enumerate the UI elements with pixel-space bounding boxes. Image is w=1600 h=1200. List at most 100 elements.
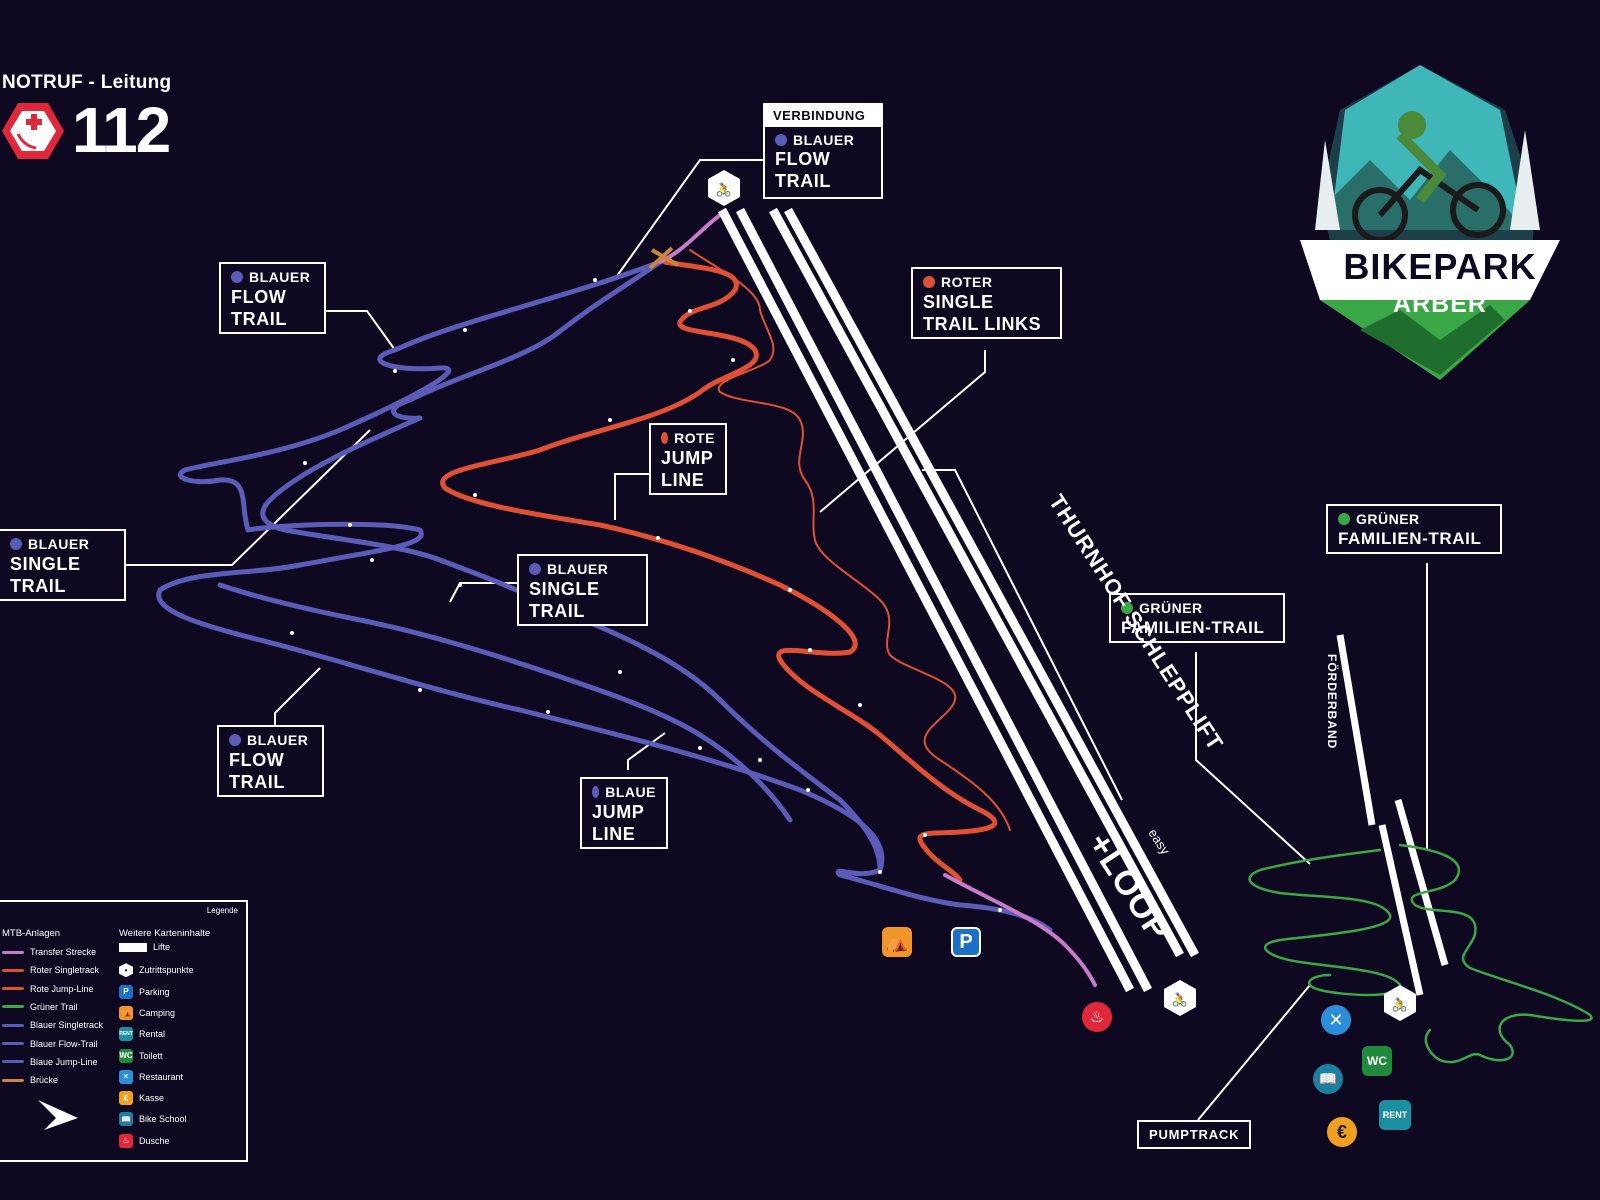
legend-item: • Zutrittspunkte: [119, 963, 194, 978]
label-red-jump-line[interactable]: ROTE JUMP LINE: [649, 423, 727, 496]
rental-icon[interactable]: RENT: [1379, 1100, 1411, 1130]
blue-dot-icon: [231, 271, 243, 284]
legend-item-label: Bike School: [139, 1114, 187, 1125]
legend-item: Rote Jump-Line: [2, 984, 94, 994]
label-blue-single-trail-mid[interactable]: BLAUER SINGLE TRAIL: [517, 554, 648, 627]
svg-text:🚴: 🚴: [1172, 992, 1188, 1008]
logo-title: BIKEPARK: [1343, 246, 1537, 287]
bikepark-logo: [1300, 65, 1560, 380]
label-blue-flow-trail-bottom[interactable]: BLAUER FLOW TRAIL: [217, 725, 324, 798]
legend-item-label: Blauer Singletrack: [30, 1020, 104, 1031]
svg-text:🚴: 🚴: [1392, 997, 1408, 1013]
legend-item: ✕ Restaurant: [119, 1069, 184, 1084]
label-line: JUMP: [592, 801, 645, 822]
label-red-single-trail-links[interactable]: ROTER SINGLE TRAIL LINKS: [911, 267, 1062, 340]
bike-school-icon[interactable]: 📖: [1313, 1064, 1343, 1094]
legend-item-label: Transfer Strecke: [30, 947, 97, 957]
legend-item-label: Camping: [139, 1007, 176, 1018]
legend-item: Roter Singletrack: [2, 965, 99, 975]
bike-school-icon: 📖: [119, 1112, 133, 1127]
red-dot-icon: [923, 276, 935, 289]
wc-icon[interactable]: WC: [1362, 1046, 1392, 1076]
legend-item-label: Blaue Jump-Line: [30, 1056, 98, 1067]
blue-trails: [156, 259, 1053, 933]
green-trails: [1248, 843, 1593, 1064]
emergency-phone-icon: [2, 103, 64, 159]
label-blue-flow-trail-top[interactable]: BLAUER FLOW TRAIL: [219, 262, 326, 335]
lift-icon: [119, 942, 147, 952]
emergency-number[interactable]: 112: [72, 94, 171, 166]
label-line: BLAUER: [247, 732, 309, 748]
label-line: SINGLE: [923, 291, 994, 312]
label-green-family-trail-2[interactable]: GRÜNER FAMILIEN-TRAIL: [1326, 504, 1502, 554]
access-point-icon: •: [119, 963, 133, 978]
label-line: BLAUER: [547, 561, 609, 577]
label-line: BLAUER: [249, 269, 311, 285]
label-line: FAMILIEN-TRAIL: [1121, 617, 1265, 637]
label-verbindung-blue-flow[interactable]: VERBINDUNG BLAUER FLOW TRAIL: [763, 103, 883, 200]
north-arrow-icon: [38, 1100, 78, 1130]
cashier-icon[interactable]: €: [1327, 1117, 1357, 1147]
legend-line-swatch: [2, 968, 24, 972]
label-line: BLAUER: [793, 131, 855, 148]
legend-item: ⛺ Camping: [119, 1005, 176, 1020]
label-pumptrack[interactable]: PUMPTRACK: [1137, 1120, 1252, 1149]
red-single-trail-links: [689, 249, 1011, 831]
camping-icon: ⛺: [119, 1005, 133, 1020]
label-blue-jump-line[interactable]: BLAUE JUMP LINE: [580, 777, 668, 850]
lift-label-frame: [922, 469, 1123, 801]
shower-icon[interactable]: ♨: [1082, 1002, 1112, 1032]
legend-item: €Kasse: [119, 1091, 164, 1106]
logo-subtitle: ARBER: [1393, 290, 1487, 318]
label-line: TRAIL: [775, 171, 831, 192]
legend-item: Brücke: [2, 1075, 58, 1085]
bridge: [648, 246, 674, 270]
label-line: FLOW: [231, 286, 287, 307]
label-line: GRÜNER: [1139, 600, 1203, 616]
legend-item: Blauer Flow-Trail: [2, 1039, 98, 1049]
label-line: FLOW: [775, 149, 831, 170]
transfer-route-bottom: [943, 873, 1097, 987]
parking-icon: P: [119, 984, 133, 999]
wc-icon: WC: [119, 1048, 133, 1063]
legend-mtb-heading: MTB-Anlagen: [2, 928, 61, 939]
blue-dot-icon: [529, 563, 541, 576]
label-line: ROTE: [674, 430, 715, 446]
legend-item: Lifte: [119, 942, 170, 952]
legend-line-swatch: [2, 987, 24, 991]
foerderband: [1336, 634, 1449, 996]
legend-item-label: Zutrittspunkte: [139, 965, 194, 976]
emergency-title: NOTRUF - Leitung: [2, 72, 172, 93]
green-dot-icon: [1121, 602, 1133, 615]
access-point-icon: 🚴: [1164, 980, 1196, 1016]
legend-item: ♨Dusche: [119, 1133, 170, 1148]
legend-item-label: Dusche: [139, 1135, 170, 1146]
parking-icon[interactable]: P: [951, 927, 981, 957]
legend-title: Legende: [206, 906, 238, 915]
label-line: ROTER: [941, 274, 993, 290]
access-point-icon: 🚴: [1384, 985, 1416, 1021]
cashier-icon: €: [119, 1091, 133, 1106]
camping-icon[interactable]: ⛺: [882, 927, 912, 957]
legend-item-label: Rental: [139, 1029, 166, 1040]
legend-line-swatch: [2, 1005, 24, 1009]
label-blue-single-trail-left[interactable]: BLAUER SINGLE TRAIL: [0, 529, 126, 602]
green-dot-icon: [1338, 513, 1350, 526]
label-line: SINGLE: [10, 553, 81, 574]
label-line: TRAIL LINKS: [923, 313, 1042, 334]
verbindung-header: VERBINDUNG: [765, 105, 881, 127]
legend-item-label: Restaurant: [139, 1071, 184, 1082]
blue-dot-icon: [775, 133, 787, 146]
label-green-family-trail-1[interactable]: GRÜNER FAMILIEN-TRAIL: [1109, 593, 1285, 643]
red-trail-markers: [473, 309, 927, 837]
blue-dot-icon: [229, 734, 241, 747]
label-line: FLOW: [229, 749, 285, 770]
legend-item-label: Toilett: [139, 1050, 163, 1061]
restaurant-icon[interactable]: ✕: [1321, 1005, 1351, 1035]
legend-item: Blaue Jump-Line: [2, 1057, 98, 1067]
legend-item-label: Roter Singletrack: [30, 965, 100, 976]
restaurant-icon: ✕: [119, 1069, 133, 1084]
